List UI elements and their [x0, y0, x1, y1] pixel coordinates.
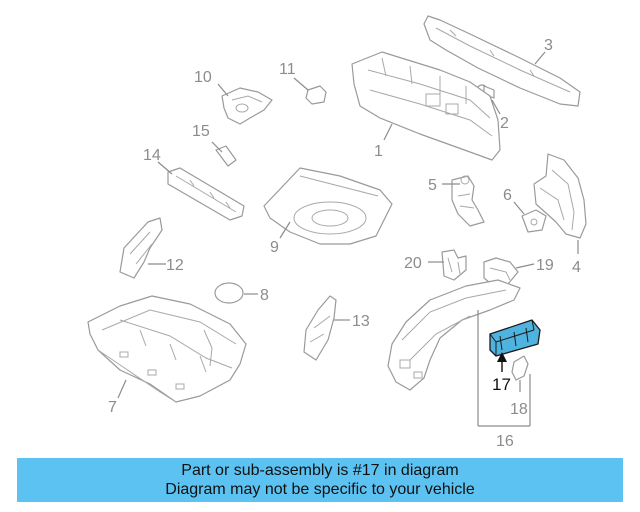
callout-17: 17: [492, 375, 511, 394]
callout-3: 3: [544, 37, 553, 54]
banner-line-2: Diagram may not be specific to your vehi…: [165, 481, 475, 498]
parts-diagram: 3 2 1 4 5 6 7 8 9 10 11 12 13 14 15 16 1…: [87, 15, 587, 450]
callout-12: 12: [166, 257, 184, 274]
callout-11: 11: [279, 61, 296, 78]
callout-9: 9: [270, 239, 279, 256]
callout-13: 13: [352, 313, 370, 330]
callout-2: 2: [500, 115, 509, 132]
arrow-17: [497, 352, 507, 372]
callout-8: 8: [260, 287, 269, 304]
info-banner: Part or sub-assembly is #17 in diagram D…: [17, 458, 623, 502]
callout-6: 6: [503, 187, 512, 204]
callout-20: 20: [404, 255, 422, 272]
part-14-strip: [167, 167, 245, 221]
banner-line-1: Part or sub-assembly is #17 in diagram: [181, 462, 459, 479]
part-11-clip: [305, 85, 327, 105]
part-1-panel: [351, 51, 501, 161]
leader-lines: [117, 51, 579, 427]
callout-19: 19: [536, 257, 554, 274]
part-3-rail: [423, 15, 581, 107]
part-16-assembly: [387, 279, 521, 391]
callout-18: 18: [510, 401, 528, 418]
callout-14: 14: [143, 147, 161, 164]
part-8-disc: [214, 282, 244, 304]
part-20-bracket: [441, 249, 467, 281]
part-9-tire-well: [263, 167, 393, 245]
part-6-plate: [521, 209, 547, 233]
callout-15: 15: [192, 123, 210, 140]
part-12-bracket: [119, 217, 163, 279]
part-19-bracket: [483, 257, 519, 287]
part-5-bracket: [451, 175, 485, 227]
callout-5: 5: [428, 177, 437, 194]
callout-10: 10: [194, 69, 212, 86]
callout-1: 1: [374, 143, 383, 160]
part-13-bracket: [303, 295, 337, 361]
callout-4: 4: [572, 259, 581, 276]
part-17-highlighted: [489, 319, 541, 357]
callout-7: 7: [108, 399, 117, 416]
part-18-clip: [511, 355, 529, 381]
part-7-floor-pan: [87, 295, 247, 403]
part-4-gusset: [533, 153, 587, 239]
part-10-bracket: [221, 87, 273, 125]
callout-16: 16: [496, 433, 514, 450]
